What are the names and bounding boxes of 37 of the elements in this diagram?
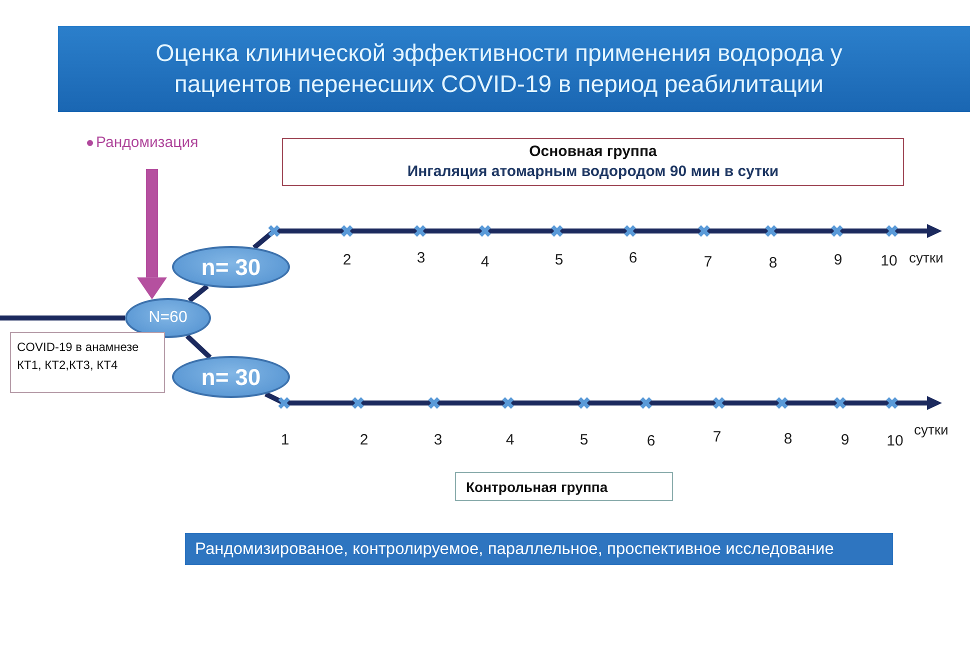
unit-label: сутки bbox=[914, 422, 948, 438]
study-type-banner: Рандомизированое, контролируемое, параллельное, проспективное исследование bbox=[185, 533, 893, 565]
sample-size-ellipse: N=60 bbox=[125, 298, 211, 338]
day-number: 1 bbox=[280, 432, 290, 448]
day-number: 9 bbox=[840, 432, 850, 448]
day-number: 3 bbox=[416, 250, 426, 266]
day-number: 6 bbox=[646, 432, 656, 450]
day-number: 2 bbox=[360, 432, 368, 448]
arrow bbox=[137, 169, 167, 300]
day-number: 5 bbox=[554, 252, 564, 268]
group-title: Основная группа bbox=[528, 142, 658, 162]
day-number: 10 bbox=[880, 252, 898, 270]
day-number: 5 bbox=[580, 432, 588, 448]
day-number: 3 bbox=[434, 432, 442, 448]
day-number: 6 bbox=[628, 250, 638, 266]
day-number: 8 bbox=[784, 430, 792, 448]
group-description: Ингаляция атомарным водородом 90 мин в сутки bbox=[406, 162, 780, 182]
day-number: 10 bbox=[886, 432, 904, 450]
day-number: 4 bbox=[506, 432, 514, 448]
step-label: Рандомизация bbox=[96, 133, 198, 153]
sample-size-ellipse: n= 30 bbox=[172, 246, 290, 288]
day-number: 2 bbox=[342, 252, 352, 268]
title-banner: Оценка клинической эффективности применения водорода у пациентов перенесших COVID-19 в период реабилитации bbox=[58, 26, 970, 112]
sample-size-ellipse: n= 30 bbox=[172, 356, 290, 398]
note-box: COVID-19 в анамнезе КТ1, КТ2,КТ3, КТ4 bbox=[10, 332, 165, 393]
day-number: 7 bbox=[704, 254, 712, 270]
unit-label: сутки bbox=[909, 250, 944, 266]
day-number: 4 bbox=[480, 254, 490, 270]
group-box: Контрольная группа bbox=[455, 472, 673, 501]
day-number: 9 bbox=[834, 252, 842, 268]
branch-line bbox=[188, 284, 209, 303]
day-number: 7 bbox=[712, 428, 722, 446]
timeline-arrow bbox=[264, 392, 942, 410]
day-number: 8 bbox=[768, 254, 778, 272]
branch-line bbox=[185, 334, 212, 360]
timeline-arrow bbox=[252, 224, 942, 250]
connector-line bbox=[0, 316, 125, 320]
